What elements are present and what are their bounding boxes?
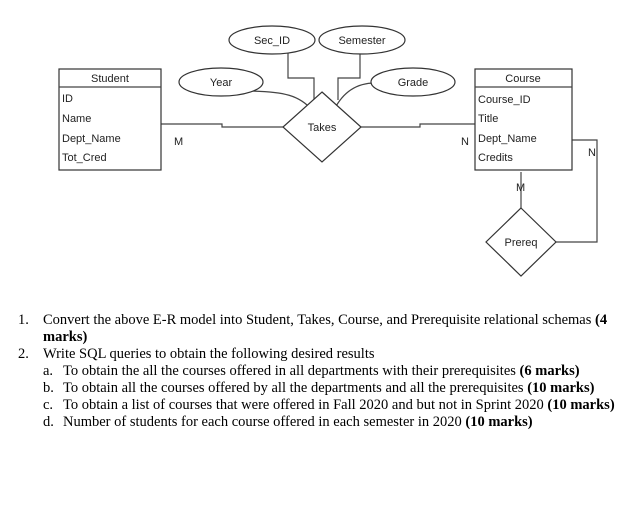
question-2c: c. To obtain a list of courses that were…: [43, 397, 618, 414]
course-entity-box: [474, 68, 573, 171]
year-label: Year: [210, 77, 233, 89]
question-2b: b. To obtain all the courses offered by …: [43, 380, 618, 397]
semester-to-takes-line: [337, 53, 361, 100]
prereq-label: Prereq: [504, 237, 537, 249]
prereq-diamond: [485, 207, 557, 277]
secid-to-takes-line: [287, 53, 315, 100]
student-attr-id: ID: [62, 93, 73, 105]
prereq-relationship: Prereq: [485, 207, 557, 277]
year-attribute: Year: [178, 67, 264, 97]
question-1-text: Convert the above E-R model into Student…: [43, 312, 596, 328]
course-attr-title: Title: [478, 113, 498, 125]
course-entity: Course Course_ID Title Dept_Name Credits: [474, 68, 573, 171]
course-entity-title: Course: [505, 73, 540, 85]
question-2d-text: Number of students for each course offer…: [63, 414, 466, 430]
takes-relationship: Takes: [282, 91, 362, 163]
question-2c-text: To obtain a list of courses that were of…: [63, 397, 548, 413]
question-2-subparts: a. To obtain the all the courses offered…: [43, 363, 618, 431]
course-attr-course-id: Course_ID: [478, 94, 531, 106]
takes-to-course-line: [342, 123, 475, 128]
question-2b-number: b.: [43, 380, 54, 396]
student-to-takes-line: [161, 123, 302, 128]
question-2b-text: To obtain all the courses offered by all…: [63, 380, 528, 396]
takes-label: Takes: [308, 122, 337, 134]
cardinality-student-takes: M: [174, 136, 183, 148]
grade-attribute: Grade: [370, 67, 456, 97]
semester-ellipse: [318, 25, 406, 55]
course-attr-credits: Credits: [478, 152, 513, 164]
question-2-text: Write SQL queries to obtain the followin…: [43, 346, 375, 362]
student-entity-box: [58, 68, 162, 171]
sec-id-label: Sec_ID: [254, 35, 290, 47]
question-list: 1. Convert the above E-R model into Stud…: [18, 312, 618, 431]
student-attr-dept-name: Dept_Name: [62, 133, 121, 145]
question-2a-number: a.: [43, 363, 54, 379]
semester-label: Semester: [338, 35, 385, 47]
grade-label: Grade: [398, 77, 429, 89]
course-attr-dept-name: Dept_Name: [478, 133, 537, 145]
student-entity: Student ID Name Dept_Name Tot_Cred: [58, 68, 162, 171]
year-to-takes-line: [244, 90, 313, 111]
question-2: 2. Write SQL queries to obtain the follo…: [18, 346, 618, 431]
semester-attribute: Semester: [318, 25, 406, 55]
question-2-number: 2.: [18, 346, 29, 362]
grade-to-takes-line: [333, 82, 376, 111]
question-2d-marks: (10 marks): [465, 414, 533, 430]
student-attr-tot-cred: Tot_Cred: [62, 152, 107, 164]
sec-id-attribute: Sec_ID: [228, 25, 316, 55]
question-1-number: 1.: [18, 312, 29, 328]
cardinality-takes-course: N: [461, 136, 469, 148]
question-2b-marks: (10 marks): [527, 380, 595, 396]
course-to-prereq-right-line: [556, 139, 598, 243]
student-attr-name: Name: [62, 113, 91, 125]
question-2d-number: d.: [43, 414, 54, 430]
student-entity-title: Student: [91, 73, 129, 85]
question-2a-marks: (6 marks): [519, 363, 580, 379]
connector-lines: [161, 53, 598, 243]
question-2a-text: To obtain the all the courses offered in…: [63, 363, 520, 379]
grade-ellipse: [370, 67, 456, 97]
question-2d: d. Number of students for each course of…: [43, 414, 618, 431]
question-1: 1. Convert the above E-R model into Stud…: [18, 312, 618, 346]
question-2a: a. To obtain the all the courses offered…: [43, 363, 618, 380]
sec-id-ellipse: [228, 25, 316, 55]
cardinality-course-prereq-bottom: M: [516, 182, 525, 194]
question-2c-number: c.: [43, 397, 54, 413]
year-ellipse: [178, 67, 264, 97]
cardinality-course-prereq-right: N: [588, 147, 596, 159]
er-diagram: Student ID Name Dept_Name Tot_Cred Cours…: [58, 25, 598, 277]
takes-diamond: [282, 91, 362, 163]
question-2c-marks: (10 marks): [547, 397, 615, 413]
question-1-marks: (4 marks): [43, 312, 608, 345]
